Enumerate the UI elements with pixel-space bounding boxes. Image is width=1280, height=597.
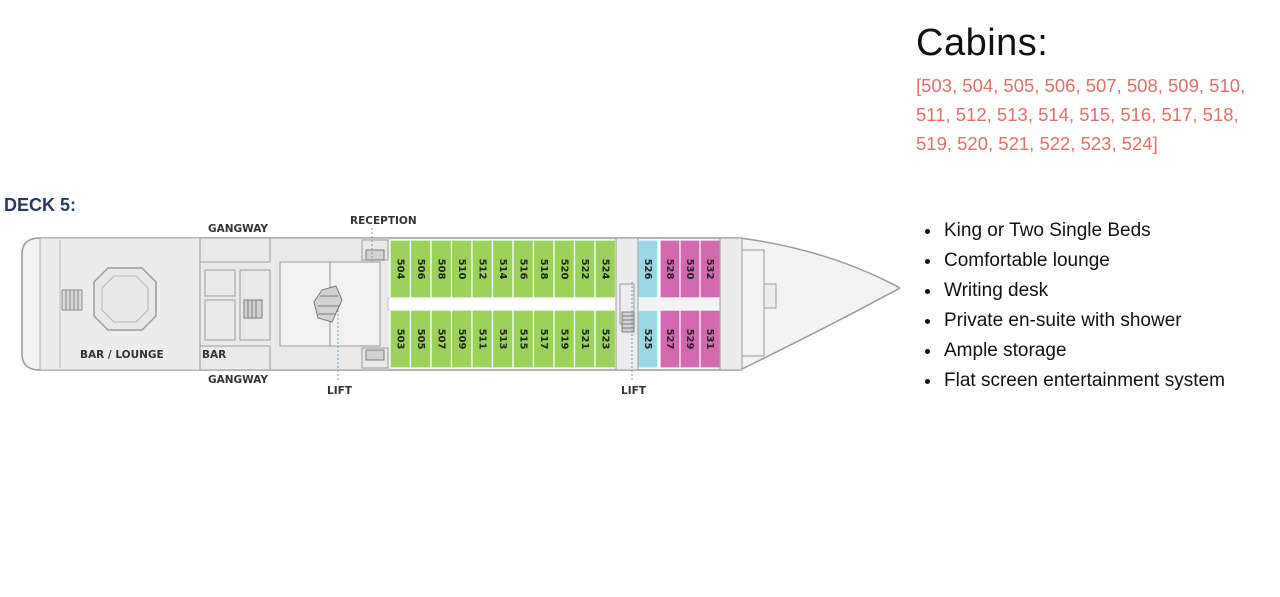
cabin-number: 508 <box>435 259 446 280</box>
cabin-529[interactable]: 529 <box>679 309 701 369</box>
cabin-number: 510 <box>456 259 467 280</box>
corridor <box>387 297 617 311</box>
stairs-mid <box>243 249 385 361</box>
cabin-503[interactable]: 503 <box>389 309 412 369</box>
gangway-bottom-label: GANGWAY <box>208 374 268 386</box>
cabin-number: 526 <box>642 259 653 280</box>
cabins-top-green: 504 506 508 510 512 514 516 518 520 522 524 <box>389 239 617 299</box>
cabin-number: 509 <box>456 329 467 350</box>
feature-item: Ample storage <box>942 336 1242 366</box>
cabins-bottom-green: 503 505 507 509 511 513 515 517 519 521 523 <box>389 309 617 369</box>
cabin-number-list: [503, 504, 505, 506, 507, 508, 509, 510,… <box>916 75 1246 154</box>
cabin-number: 524 <box>599 259 610 280</box>
cabin-info: Cabins: [503, 504, 505, 506, 507, 508, 5… <box>916 22 1276 158</box>
cabins-heading: Cabins: <box>916 22 1049 64</box>
cabin-531[interactable]: 531 <box>699 309 721 369</box>
cabin-504[interactable]: 504 <box>389 239 412 299</box>
cabin-517[interactable]: 517 <box>532 309 555 369</box>
cabin-number: 514 <box>497 259 508 280</box>
cabin-number: 520 <box>558 259 569 280</box>
cabin-number: 504 <box>394 259 405 280</box>
cabin-506[interactable]: 506 <box>409 239 432 299</box>
cabin-number: 506 <box>415 259 426 280</box>
cabin-525[interactable]: 525 <box>637 309 659 369</box>
cabins-blue: 526 525 <box>637 239 659 369</box>
cabin-516[interactable]: 516 <box>512 239 535 299</box>
feature-item: King or Two Single Beds <box>942 216 1242 246</box>
cabin-523[interactable]: 523 <box>594 309 617 369</box>
cabin-530[interactable]: 530 <box>679 239 701 299</box>
cabin-521[interactable]: 521 <box>573 309 596 369</box>
cabin-532[interactable]: 532 <box>699 239 721 299</box>
cabin-519[interactable]: 519 <box>553 309 576 369</box>
lift-right-label: LIFT <box>621 385 647 397</box>
cabin-524[interactable]: 524 <box>594 239 617 299</box>
cabin-511[interactable]: 511 <box>471 309 494 369</box>
cabin-526[interactable]: 526 <box>637 239 659 299</box>
cabin-507[interactable]: 507 <box>430 309 453 369</box>
cabin-number: 515 <box>517 329 528 350</box>
cabin-508[interactable]: 508 <box>430 239 453 299</box>
feature-item: Private en-suite with shower <box>942 306 1242 336</box>
lift-left-label: LIFT <box>327 385 353 397</box>
cabin-number: 505 <box>415 329 426 350</box>
feature-list: King or Two Single Beds Comfortable loun… <box>916 216 1242 396</box>
deck-title: DECK 5: <box>4 195 76 215</box>
feature-item: Writing desk <box>942 276 1242 306</box>
cabin-520[interactable]: 520 <box>553 239 576 299</box>
cabin-513[interactable]: 513 <box>491 309 514 369</box>
bar-lounge-octagon <box>93 267 157 331</box>
cabins-pink: 528 530 532 527 529 531 <box>659 239 721 369</box>
feature-item: Comfortable lounge <box>942 246 1242 276</box>
cabin-number: 503 <box>394 329 405 350</box>
cabin-number: 516 <box>517 259 528 280</box>
cabin-number: 525 <box>642 329 653 350</box>
cabin-512[interactable]: 512 <box>471 239 494 299</box>
bar-label: BAR <box>202 349 226 361</box>
service-rooms <box>199 237 391 371</box>
cabin-number: 519 <box>558 329 569 350</box>
feature-item: Flat screen entertainment system <box>942 366 1242 396</box>
cabin-number: 530 <box>684 259 695 280</box>
cabin-number: 517 <box>538 329 549 350</box>
cabin-number: 521 <box>579 329 590 350</box>
stairs-aft <box>61 289 83 311</box>
cabin-number: 513 <box>497 329 508 350</box>
cabin-514[interactable]: 514 <box>491 239 514 299</box>
cabin-number: 529 <box>684 329 695 350</box>
cabin-number: 512 <box>476 259 487 280</box>
forward-service <box>615 237 777 371</box>
cabin-number: 527 <box>664 329 675 350</box>
cabin-number: 511 <box>476 329 487 350</box>
cabin-number: 518 <box>538 259 549 280</box>
cabin-number: 532 <box>704 259 715 280</box>
cabin-number: 507 <box>435 329 446 350</box>
cabin-518[interactable]: 518 <box>532 239 555 299</box>
cabin-number: 528 <box>664 259 675 280</box>
cabin-509[interactable]: 509 <box>450 309 473 369</box>
cabin-527[interactable]: 527 <box>659 309 681 369</box>
cabin-510[interactable]: 510 <box>450 239 473 299</box>
gangway-top-label: GANGWAY <box>208 223 268 235</box>
cabin-505[interactable]: 505 <box>409 309 432 369</box>
reception-label: RECEPTION <box>350 215 417 227</box>
cabin-522[interactable]: 522 <box>573 239 596 299</box>
cabin-528[interactable]: 528 <box>659 239 681 299</box>
cabin-number: 522 <box>579 259 590 280</box>
cabin-515[interactable]: 515 <box>512 309 535 369</box>
cabin-number: 531 <box>704 329 715 350</box>
cabin-number: 523 <box>599 329 610 350</box>
bar-lounge-label: BAR / LOUNGE <box>80 349 164 361</box>
